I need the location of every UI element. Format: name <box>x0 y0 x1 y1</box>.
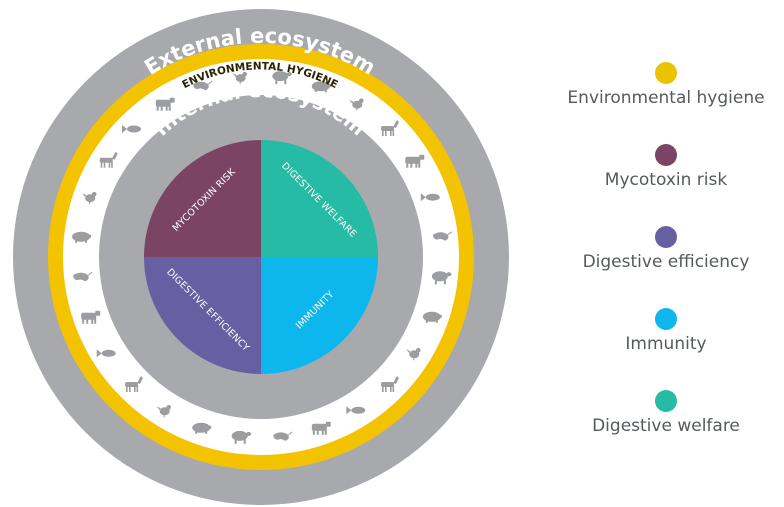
pig-icon <box>311 81 331 93</box>
legend-item-digestive-efficiency: Digestive efficiency <box>548 226 784 308</box>
legend-item-mycotoxin-risk: Mycotoxin risk <box>548 144 784 226</box>
shrimp-icon <box>273 431 293 441</box>
digestive-efficiency-dot-icon <box>655 226 677 248</box>
mycotoxin-risk-dot-icon <box>655 144 677 166</box>
legend-label: Immunity <box>625 334 707 354</box>
chicken-icon <box>156 405 171 418</box>
legend-item-digestive-welfare: Digestive welfare <box>548 390 784 472</box>
cow-icon <box>311 421 331 435</box>
legend-label: Mycotoxin risk <box>604 170 728 190</box>
legend-label: Environmental hygiene <box>567 88 765 108</box>
chicken-icon <box>349 98 364 111</box>
legend-label: Digestive welfare <box>592 416 740 436</box>
quadrant-digestive-welfare <box>261 140 378 257</box>
immunity-dot-icon <box>655 308 677 330</box>
sheep-icon <box>431 271 452 285</box>
fish-icon <box>420 193 440 202</box>
legend: Environmental hygiene Mycotoxin risk Dig… <box>548 62 784 472</box>
legend-label: Digestive efficiency <box>582 252 750 272</box>
quadrant-digestive-efficiency <box>144 257 261 374</box>
ecosystem-diagram: External ecosystem ENVIRONMENTAL HYGIENE… <box>13 9 509 505</box>
shrimp-icon <box>193 80 213 91</box>
pig-icon <box>72 231 92 243</box>
fish-icon <box>122 125 141 133</box>
cow-icon <box>155 97 175 111</box>
pig-icon <box>192 422 212 434</box>
animal-icons-group <box>72 71 453 444</box>
shrimp-icon <box>73 271 93 282</box>
sheep-icon <box>231 430 252 444</box>
cow-icon <box>81 310 101 324</box>
quadrant-immunity <box>261 257 378 374</box>
sheep-icon <box>272 71 292 85</box>
fish-icon <box>96 349 116 358</box>
legend-item-immunity: Immunity <box>548 308 784 390</box>
fish-icon <box>346 406 366 415</box>
horse-icon <box>99 151 118 168</box>
environmental-hygiene-dot-icon <box>655 62 677 84</box>
quadrant-mycotoxin-risk <box>144 140 261 257</box>
chicken-icon <box>232 71 247 85</box>
horse-icon <box>381 376 399 392</box>
legend-item-environmental-hygiene: Environmental hygiene <box>548 62 784 144</box>
pig-icon <box>422 311 442 323</box>
horse-icon <box>125 376 143 392</box>
digestive-welfare-dot-icon <box>655 390 677 412</box>
cow-icon <box>405 154 425 168</box>
chicken-icon <box>406 348 421 361</box>
horse-icon <box>381 120 399 136</box>
shrimp-icon <box>432 231 453 241</box>
chicken-icon <box>82 191 97 205</box>
